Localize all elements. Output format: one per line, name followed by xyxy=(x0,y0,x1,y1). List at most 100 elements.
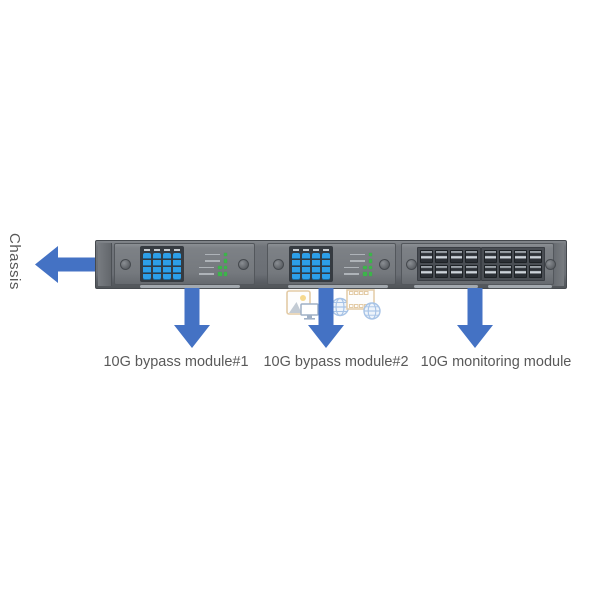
lc-port xyxy=(292,260,300,266)
sfp-cage xyxy=(499,250,512,263)
chassis-body xyxy=(95,240,567,289)
led-row xyxy=(338,265,372,269)
screw-icon xyxy=(238,258,249,270)
lc-port xyxy=(153,260,161,266)
lc-port xyxy=(292,274,300,280)
status-led xyxy=(368,265,372,269)
film-placeholder-icon xyxy=(346,289,381,320)
globe-icon xyxy=(330,297,350,317)
module-bypass-2 xyxy=(267,243,396,285)
lc-port xyxy=(292,267,300,273)
lc-port xyxy=(302,253,310,259)
status-led xyxy=(223,272,227,276)
status-led xyxy=(368,252,372,256)
led-text-label xyxy=(344,266,359,268)
sfp-cage xyxy=(514,250,527,263)
module2-caption: 10G bypass module#2 xyxy=(263,354,409,370)
led-row xyxy=(193,259,227,263)
lc-port xyxy=(312,274,320,280)
sfp-cage xyxy=(465,265,478,278)
lc-port-block xyxy=(289,246,333,282)
lc-port xyxy=(292,253,300,259)
status-led xyxy=(223,259,227,263)
lc-port xyxy=(173,267,181,273)
module3-caption: 10G monitoring module xyxy=(420,354,572,370)
led-text-label xyxy=(344,273,359,275)
lc-port xyxy=(302,260,310,266)
lc-port xyxy=(143,253,151,259)
led-row xyxy=(338,272,372,276)
led-row xyxy=(193,252,227,256)
chassis-label: Chassis xyxy=(6,233,23,290)
sfp-cage xyxy=(529,250,542,263)
screw-icon xyxy=(379,258,390,270)
lc-port xyxy=(163,274,171,280)
status-led xyxy=(368,259,372,263)
lc-port xyxy=(153,267,161,273)
status-led xyxy=(218,272,222,276)
lc-port xyxy=(153,253,161,259)
status-led xyxy=(218,265,222,269)
led-text-label xyxy=(199,266,214,268)
led-panel xyxy=(193,252,227,276)
screw-icon xyxy=(120,258,131,270)
lc-port xyxy=(312,253,320,259)
lc-port xyxy=(163,253,171,259)
lc-port xyxy=(312,260,320,266)
module-handle xyxy=(288,285,388,288)
lc-port-block xyxy=(140,246,184,282)
chassis-arrow-left-icon xyxy=(35,246,95,283)
lc-port xyxy=(163,267,171,273)
lc-port xyxy=(173,253,181,259)
led-panel xyxy=(338,252,372,276)
led-row xyxy=(193,265,227,269)
led-text-label xyxy=(204,260,220,262)
module-handle xyxy=(140,285,240,288)
lc-port xyxy=(302,267,310,273)
sfp-cage xyxy=(465,250,478,263)
sfp-cage xyxy=(435,250,448,263)
lc-port xyxy=(312,267,320,273)
module2-arrow-down-icon xyxy=(308,288,344,348)
lc-port-grid xyxy=(292,253,330,280)
lc-port xyxy=(173,274,181,280)
sfp-cage xyxy=(450,250,463,263)
port-number-labels xyxy=(143,249,181,251)
status-led xyxy=(363,265,367,269)
sfp-cage xyxy=(435,265,448,278)
sfp-cage xyxy=(484,250,497,263)
led-row xyxy=(193,272,227,276)
screw-icon xyxy=(545,258,556,270)
screw-icon xyxy=(273,258,284,270)
status-led xyxy=(363,272,367,276)
sfp-cage xyxy=(420,250,433,263)
lc-port xyxy=(143,267,151,273)
led-row xyxy=(338,259,372,263)
sfp-cage xyxy=(499,265,512,278)
module-bypass-1 xyxy=(114,243,255,285)
sfp-cage xyxy=(529,265,542,278)
status-led xyxy=(223,265,227,269)
status-led xyxy=(368,272,372,276)
lc-port xyxy=(322,253,330,259)
lc-port xyxy=(143,260,151,266)
sfp-cage-bank xyxy=(417,247,481,281)
port-number-labels xyxy=(292,249,330,251)
lc-port xyxy=(173,260,181,266)
module-handle xyxy=(488,285,552,288)
sfp-cage xyxy=(450,265,463,278)
lc-port-grid xyxy=(143,253,181,280)
status-led xyxy=(223,252,227,256)
led-text-label xyxy=(199,273,214,275)
lc-port xyxy=(302,274,310,280)
module1-arrow-down-icon xyxy=(174,288,210,348)
sfp-cage xyxy=(420,265,433,278)
sfp-cage-bank xyxy=(481,247,545,281)
led-row xyxy=(338,252,372,256)
sfp-cage xyxy=(484,265,497,278)
lc-port xyxy=(322,260,330,266)
module1-caption: 10G bypass module#1 xyxy=(103,354,249,370)
sfp-cage xyxy=(514,265,527,278)
led-text-label xyxy=(204,253,220,255)
